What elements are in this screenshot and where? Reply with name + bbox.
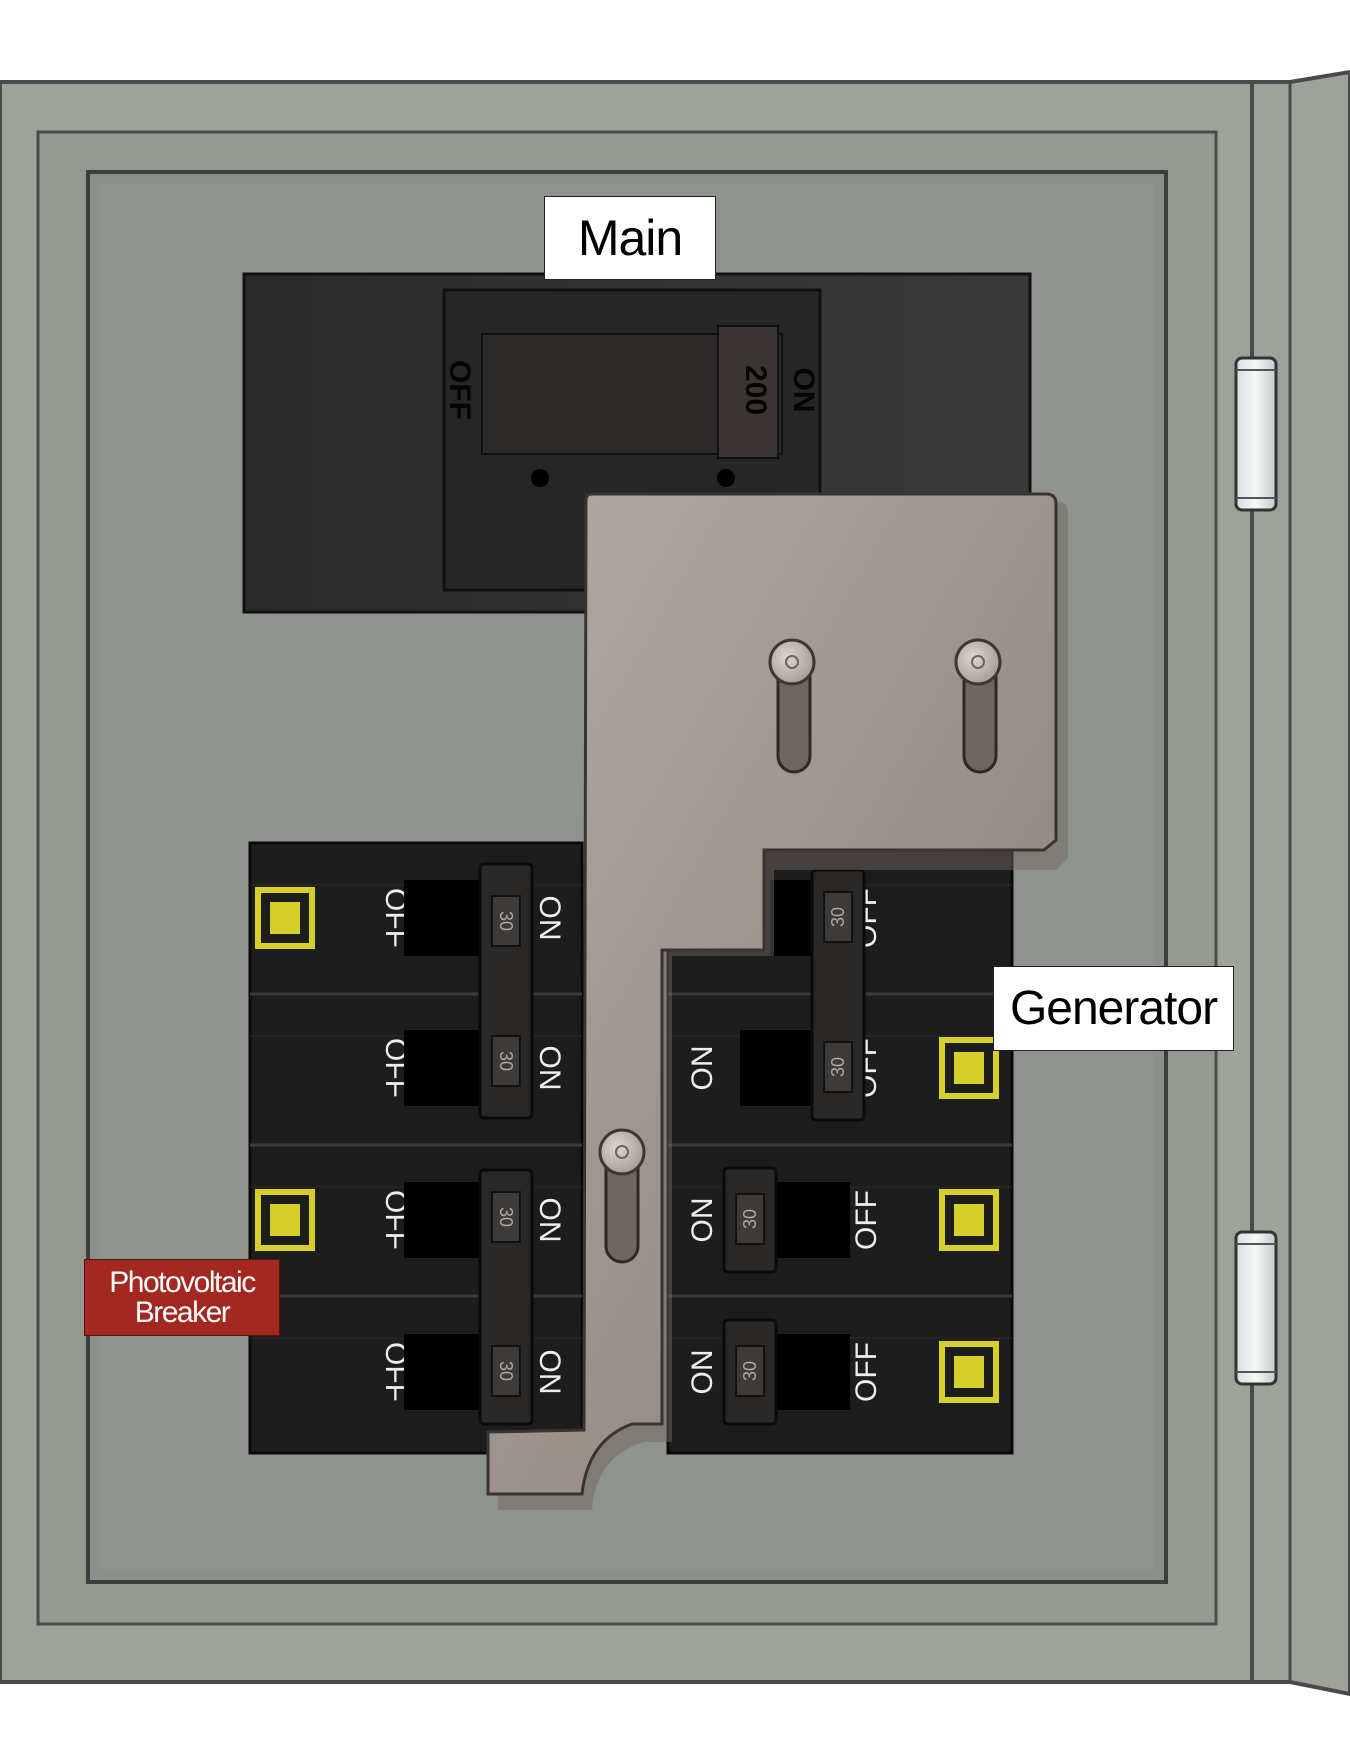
- breaker-left-4-on: ON: [533, 1350, 566, 1395]
- generator-interlock-plate[interactable]: [486, 492, 1068, 1510]
- trip-indicator-icon: [939, 1189, 999, 1251]
- left-breaker-column: OFF ON OFF ON 30 30 OFF ON OFF: [248, 841, 584, 1455]
- trip-indicator-icon: [255, 887, 315, 949]
- interlock-bolt-2: [954, 638, 1002, 774]
- breaker-left-2-on: ON: [533, 1046, 566, 1091]
- pv-label-line1: Photovoltaic: [109, 1265, 256, 1299]
- breaker-right-3-on: ON: [686, 1198, 719, 1243]
- breaker-handle-left-bottom[interactable]: 30 30: [478, 1168, 534, 1426]
- main-on-label: ON: [787, 368, 820, 413]
- trip-indicator-icon: [939, 1341, 999, 1403]
- breaker-right-4-on: ON: [686, 1350, 719, 1395]
- handle-rating: 30: [740, 1361, 760, 1381]
- breaker-left-3-on: ON: [533, 1198, 566, 1243]
- handle-rating: 30: [828, 1057, 848, 1077]
- handle-rating: 30: [496, 1207, 516, 1227]
- door-hinge-top: [1234, 356, 1278, 512]
- door-hinge-bottom: [1234, 1230, 1278, 1386]
- photovoltaic-breaker-label: Photovoltaic Breaker: [84, 1259, 280, 1336]
- breaker-handle-left-top[interactable]: 30 30: [478, 862, 534, 1120]
- handle-rating: 30: [496, 1361, 516, 1381]
- handle-rating: 30: [496, 911, 516, 931]
- handle-rating: 30: [496, 1051, 516, 1071]
- trip-indicator-icon: [255, 1189, 315, 1251]
- breaker-left-3[interactable]: OFF ON: [255, 1182, 566, 1258]
- interlock-bolt-3: [598, 1128, 646, 1264]
- main-off-label: OFF: [443, 360, 476, 420]
- breaker-right-4[interactable]: ON OFF 30: [686, 1318, 999, 1426]
- handle-rating: 30: [740, 1209, 760, 1229]
- breaker-left-1[interactable]: OFF ON: [255, 880, 566, 956]
- generator-label: Generator: [993, 966, 1234, 1051]
- breaker-left-1-on: ON: [533, 896, 566, 941]
- breaker-right-4-off: OFF: [850, 1342, 883, 1402]
- breaker-left-2[interactable]: OFF ON: [379, 1030, 566, 1106]
- handle-rating: 30: [828, 907, 848, 927]
- pv-label-line2: Breaker: [134, 1295, 231, 1329]
- breaker-right-3[interactable]: ON OFF 30: [686, 1166, 999, 1274]
- interlock-bolt-1: [768, 638, 816, 774]
- main-label: Main: [544, 196, 716, 280]
- main-rating-label: 200: [739, 365, 772, 415]
- trip-indicator-icon: [939, 1037, 999, 1099]
- generator-on: ON: [686, 1046, 719, 1091]
- breaker-left-4-photovoltaic[interactable]: OFF ON: [379, 1334, 566, 1410]
- breaker-right-3-off: OFF: [850, 1190, 883, 1250]
